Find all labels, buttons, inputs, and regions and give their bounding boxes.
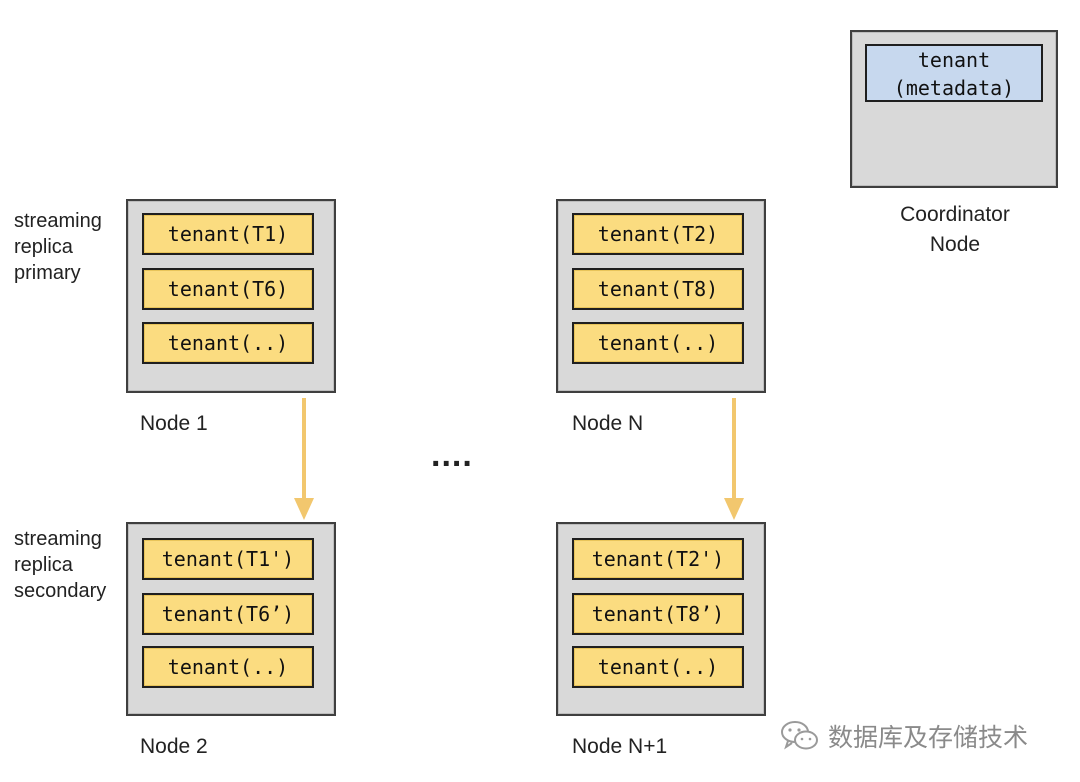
node-n-plus-1-box: tenant(T2') tenant(T8’) tenant(..) bbox=[556, 522, 766, 716]
tenant-block: tenant(T2) bbox=[572, 213, 744, 255]
tenant-block: tenant(T6) bbox=[142, 268, 314, 310]
metadata-line-2: (metadata) bbox=[893, 76, 1015, 100]
tenant-block: tenant(T1) bbox=[142, 213, 314, 255]
tenant-block: tenant(..) bbox=[142, 322, 314, 364]
secondary-role-line-2: replica bbox=[14, 554, 73, 576]
tenant-block: tenant(T6’) bbox=[142, 593, 314, 635]
node-n-plus-1-label: Node N+1 bbox=[572, 735, 668, 758]
primary-role-line-3: primary bbox=[14, 262, 81, 284]
node-2-box: tenant(T1') tenant(T6’) tenant(..) bbox=[126, 522, 336, 716]
primary-role-line-1: streaming bbox=[14, 210, 102, 232]
watermark: 数据库及存储技术 bbox=[780, 716, 1028, 756]
node-2-label: Node 2 bbox=[140, 735, 208, 758]
primary-role-label: streaming replica primary bbox=[14, 208, 102, 286]
coordinator-label-line-2: Node bbox=[929, 233, 981, 256]
node-1-box: tenant(T1) tenant(T6) tenant(..) bbox=[126, 199, 336, 393]
watermark-text: 数据库及存储技术 bbox=[828, 724, 1029, 752]
secondary-role-line-1: streaming bbox=[14, 528, 102, 550]
secondary-role-line-3: secondary bbox=[14, 580, 107, 602]
node-n-label: Node N bbox=[572, 412, 644, 435]
tenant-block: tenant(..) bbox=[572, 322, 744, 364]
tenant-block: tenant(..) bbox=[572, 646, 744, 688]
node-n-box: tenant(T2) tenant(T8) tenant(..) bbox=[556, 199, 766, 393]
tenant-block: tenant(T1') bbox=[142, 538, 314, 580]
tenant-block: tenant(T2') bbox=[572, 538, 744, 580]
tenant-block: tenant(T8) bbox=[572, 268, 744, 310]
replication-arrow-right bbox=[724, 398, 744, 520]
replication-arrow-left bbox=[294, 398, 314, 520]
secondary-role-label: streaming replica secondary bbox=[14, 526, 106, 604]
tenant-metadata-box: tenant (metadata) bbox=[865, 44, 1043, 102]
primary-role-line-2: replica bbox=[14, 236, 73, 258]
wechat-icon bbox=[780, 719, 820, 753]
tenant-block: tenant(..) bbox=[142, 646, 314, 688]
more-nodes-ellipsis: .... bbox=[431, 436, 473, 474]
metadata-line-1: tenant bbox=[917, 48, 991, 72]
node-1-label: Node 1 bbox=[140, 412, 208, 435]
coordinator-node-label: Coordinator Node bbox=[850, 200, 1060, 260]
coordinator-node-box: tenant (metadata) bbox=[850, 30, 1058, 188]
tenant-block: tenant(T8’) bbox=[572, 593, 744, 635]
coordinator-label-line-1: Coordinator bbox=[900, 203, 1010, 226]
